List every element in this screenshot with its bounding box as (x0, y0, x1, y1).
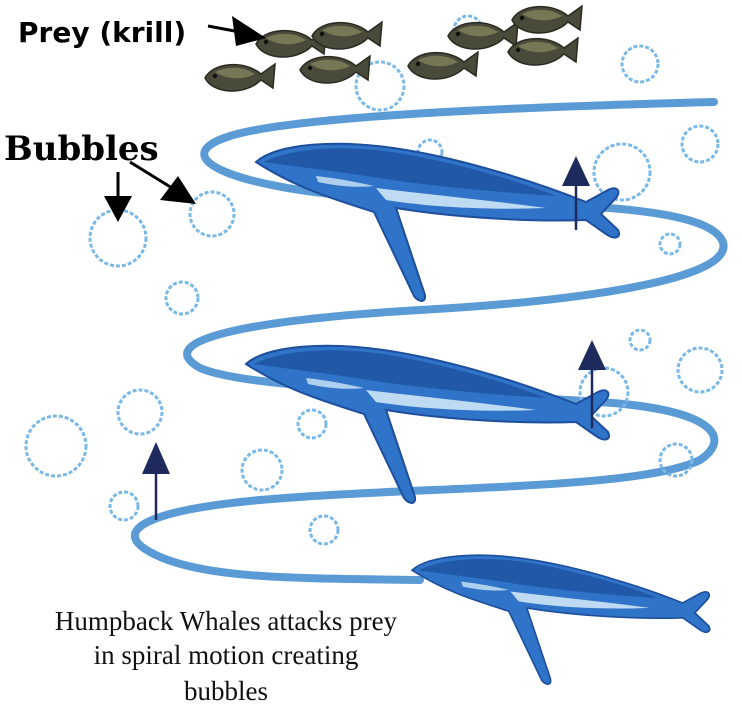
bubble-ring-icon (592, 142, 652, 202)
upward-arrows (142, 156, 606, 520)
humpback-whale-icon (411, 554, 711, 685)
bubbles-group (24, 14, 724, 546)
bubble-ring-icon (188, 190, 236, 238)
bubble-ring-icon (658, 232, 682, 256)
bubble-ring-icon (578, 366, 630, 418)
krill-fish-icon (507, 37, 579, 66)
bubble-ring-icon (164, 280, 200, 316)
upward-arrow-icon (562, 156, 590, 230)
bubble-ring-icon (658, 442, 694, 478)
spiral-path (130, 98, 728, 584)
krill-fish-icon (511, 5, 583, 34)
bubble-ring-icon (354, 60, 406, 112)
caption-line-1: Humpback Whales attacks prey (55, 606, 398, 636)
bubble-ring-icon (308, 514, 340, 546)
bubble-ring-icon (676, 346, 724, 394)
bubble-ring-icon (24, 414, 88, 478)
prey-school (204, 5, 583, 92)
prey-pointer-arrow (207, 16, 266, 46)
bubble-ring-icon (620, 44, 660, 84)
humpback-whale-icon (255, 142, 621, 302)
krill-fish-icon (407, 51, 479, 80)
label-pointers (104, 16, 266, 222)
bubbles-label: Bubbles (4, 129, 159, 169)
bubble-ring-icon (296, 408, 328, 440)
bubble-ring-icon (680, 124, 720, 164)
krill-fish-icon (311, 21, 383, 50)
prey-label: Prey (krill) (18, 16, 186, 49)
caption-line-3: bubbles (184, 676, 268, 706)
upward-arrow-icon (142, 442, 170, 520)
bubbles-pointer-arrow-down (104, 172, 132, 222)
bubble-ring-icon (240, 448, 284, 492)
upward-arrow-icon (578, 340, 606, 428)
krill-fish-icon (204, 63, 276, 92)
humpback-whale-icon (245, 344, 611, 504)
bubble-ring-icon (88, 208, 148, 268)
bubble-ring-icon (108, 490, 140, 522)
krill-fish-icon (299, 55, 371, 84)
bubble-ring-icon (628, 328, 652, 352)
krill-fish-icon (447, 21, 519, 50)
caption-line-2: in spiral motion creating (94, 640, 359, 670)
bubble-ring-icon (116, 388, 164, 436)
caption: Humpback Whales attacks prey in spiral m… (55, 606, 398, 706)
bubbles-pointer-arrow-diagonal (129, 160, 196, 204)
